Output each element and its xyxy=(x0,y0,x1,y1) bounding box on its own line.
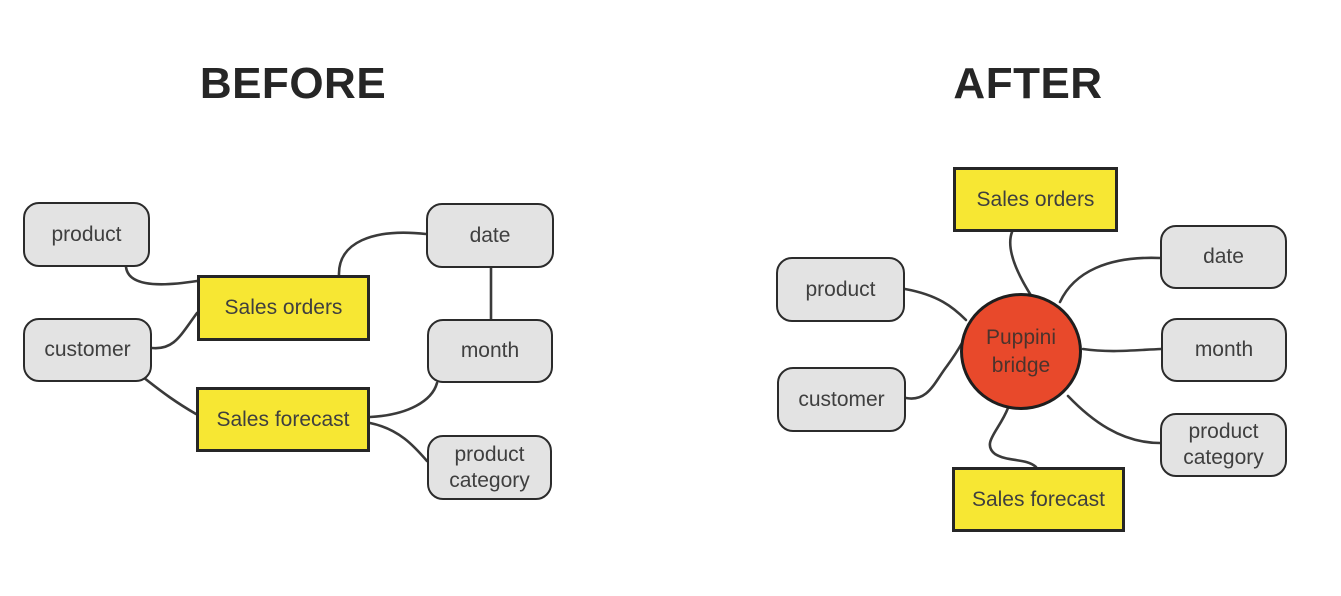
spoke-hub-to-date xyxy=(1058,256,1162,304)
spoke-hub-to-month xyxy=(1081,347,1163,353)
edge-month-to-sales-forecast xyxy=(368,381,439,419)
after-node-product-category: product category xyxy=(1160,413,1287,477)
edge-date-to-sales-orders xyxy=(337,231,428,277)
hub-label-line2: bridge xyxy=(991,353,1051,377)
edge-customer-to-sales-forecast xyxy=(141,375,198,416)
spoke-hub-to-customer xyxy=(904,341,964,400)
edge-customer-to-sales-orders xyxy=(150,311,199,350)
before-node-customer: customer xyxy=(23,318,152,382)
edge-sales-forecast-to-product-category xyxy=(368,421,429,463)
puppini-bridge-hub: Puppini bridge xyxy=(960,293,1082,410)
spoke-hub-to-sales-orders xyxy=(1008,230,1034,299)
spoke-hub-to-product-category xyxy=(1066,394,1162,445)
after-node-sales-forecast: Sales forecast xyxy=(952,467,1125,532)
spoke-hub-to-sales-forecast xyxy=(988,406,1038,469)
hub-label-line1: Puppini xyxy=(985,326,1057,350)
before-node-product: product xyxy=(23,202,150,267)
after-node-sales-orders: Sales orders xyxy=(953,167,1118,232)
after-node-month: month xyxy=(1161,318,1287,382)
before-node-product-category: product category xyxy=(427,435,552,500)
edge-product-to-sales-orders xyxy=(124,265,199,286)
before-node-sales-orders: Sales orders xyxy=(197,275,370,341)
after-node-date: date xyxy=(1160,225,1287,289)
after-node-customer: customer xyxy=(777,367,906,432)
before-title: BEFORE xyxy=(199,59,387,108)
after-node-product: product xyxy=(776,257,905,322)
before-node-month: month xyxy=(427,319,553,383)
before-node-date: date xyxy=(426,203,554,268)
spoke-hub-to-product xyxy=(903,287,968,322)
after-title: AFTER xyxy=(953,59,1103,108)
before-node-sales-forecast: Sales forecast xyxy=(196,387,370,452)
